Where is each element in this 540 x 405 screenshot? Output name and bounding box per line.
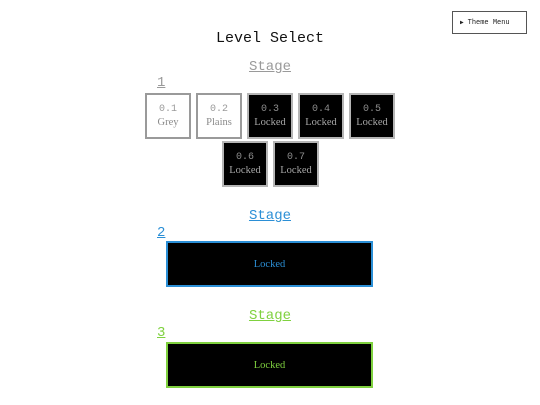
stage-2-status: Locked xyxy=(253,258,286,270)
stage-3-locked-block[interactable]: Locked xyxy=(166,342,373,388)
level-code: 0.6 xyxy=(235,152,254,163)
level-0-3[interactable]: 0.3 Locked xyxy=(247,93,293,139)
level-code: 0.2 xyxy=(209,104,228,115)
level-0-5[interactable]: 0.5 Locked xyxy=(349,93,395,139)
level-0-1[interactable]: 0.1 Grey xyxy=(145,93,191,139)
stage-2-locked-block[interactable]: Locked xyxy=(166,241,373,287)
level-0-4[interactable]: 0.4 Locked xyxy=(298,93,344,139)
level-name: Grey xyxy=(157,117,179,128)
level-name: Locked xyxy=(356,117,388,128)
level-name: Plains xyxy=(206,117,232,128)
play-triangle-icon: ▶ xyxy=(460,19,464,26)
level-code: 0.1 xyxy=(158,104,177,115)
stage-2-heading: Stage xyxy=(248,208,291,224)
level-code: 0.7 xyxy=(286,152,305,163)
stage-2-number: 2 xyxy=(157,225,166,241)
stage-1-number: 1 xyxy=(157,75,166,91)
level-code: 0.5 xyxy=(362,104,381,115)
theme-menu-button[interactable]: ▶ Theme Menu xyxy=(452,11,527,34)
level-name: Locked xyxy=(229,165,261,176)
level-code: 0.3 xyxy=(260,104,279,115)
level-name: Locked xyxy=(305,117,337,128)
level-0-6[interactable]: 0.6 Locked xyxy=(222,141,268,187)
level-code: 0.4 xyxy=(311,104,330,115)
stage-3-number: 3 xyxy=(157,325,166,341)
stage-3-status: Locked xyxy=(253,359,286,371)
theme-menu-label: Theme Menu xyxy=(467,18,510,27)
level-name: Locked xyxy=(280,165,312,176)
level-0-2[interactable]: 0.2 Plains xyxy=(196,93,242,139)
stage-3-heading: Stage xyxy=(248,308,291,324)
level-0-7[interactable]: 0.7 Locked xyxy=(273,141,319,187)
stage-1-heading: Stage xyxy=(248,59,291,75)
page-title: Level Select xyxy=(215,30,325,47)
level-name: Locked xyxy=(254,117,286,128)
